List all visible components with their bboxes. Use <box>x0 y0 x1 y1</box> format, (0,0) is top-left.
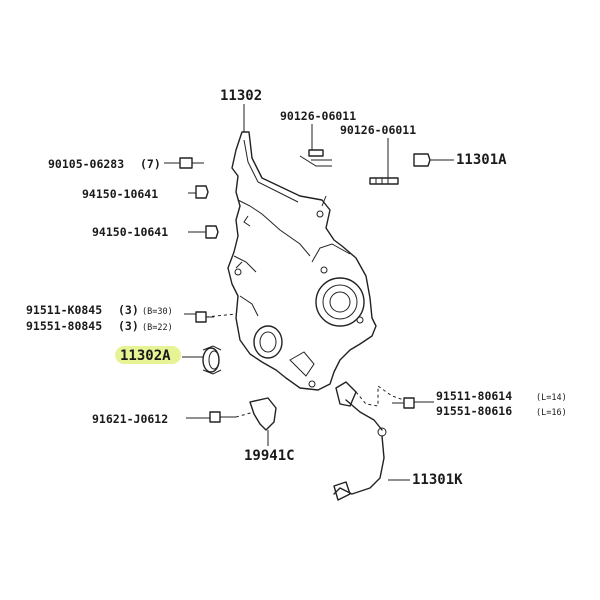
label-bolt-80845-qty: (3) <box>118 319 139 333</box>
seal-highlight <box>115 346 181 364</box>
label-11301k: 11301K <box>412 472 463 488</box>
label-bolt-k0845: 91511-K0845 <box>26 303 102 317</box>
dowel-pin <box>413 153 431 167</box>
label-stud-b: 90126-06011 <box>340 123 416 137</box>
pin-1 <box>195 185 209 199</box>
label-bolt-90105-qty: (7) <box>140 157 161 171</box>
label-bolt-80616: 91551-80616 <box>436 404 512 418</box>
bolt-j0612 <box>209 411 236 423</box>
sensor-harness <box>333 381 387 501</box>
label-bolt-k0845-len: (B=30) <box>142 307 173 317</box>
label-11302: 11302 <box>220 88 262 104</box>
timing-cover <box>227 131 377 391</box>
label-bolt-90105: 90105-06283 <box>48 157 124 171</box>
label-11301a: 11301A <box>456 152 507 168</box>
label-stud-a: 90126-06011 <box>280 109 356 123</box>
bolt-k0845 <box>195 311 214 323</box>
label-pin-1: 94150-10641 <box>82 187 158 201</box>
label-bolt-80614: 91511-80614 <box>436 389 512 403</box>
label-11302a: 11302A <box>120 348 171 364</box>
stud-b <box>369 177 399 185</box>
leader-lines <box>164 104 454 481</box>
bolt-90105 <box>179 157 204 169</box>
label-bolt-j0612: 91621-J0612 <box>92 412 168 426</box>
stud-a <box>299 149 332 167</box>
label-bolt-80845: 91551-80845 <box>26 319 102 333</box>
label-pin-2: 94150-10641 <box>92 225 168 239</box>
oil-seal <box>202 345 222 375</box>
label-bolt-80845-len: (B=22) <box>142 323 173 333</box>
pin-2 <box>205 225 219 239</box>
label-bolt-80614-len: (L=14) <box>536 393 567 403</box>
label-bolt-k0845-qty: (3) <box>118 303 139 317</box>
bolt-80614 <box>392 397 415 409</box>
label-19941c: 19941C <box>244 448 295 464</box>
bracket <box>249 397 277 431</box>
label-bolt-80616-len: (L=16) <box>536 408 567 418</box>
